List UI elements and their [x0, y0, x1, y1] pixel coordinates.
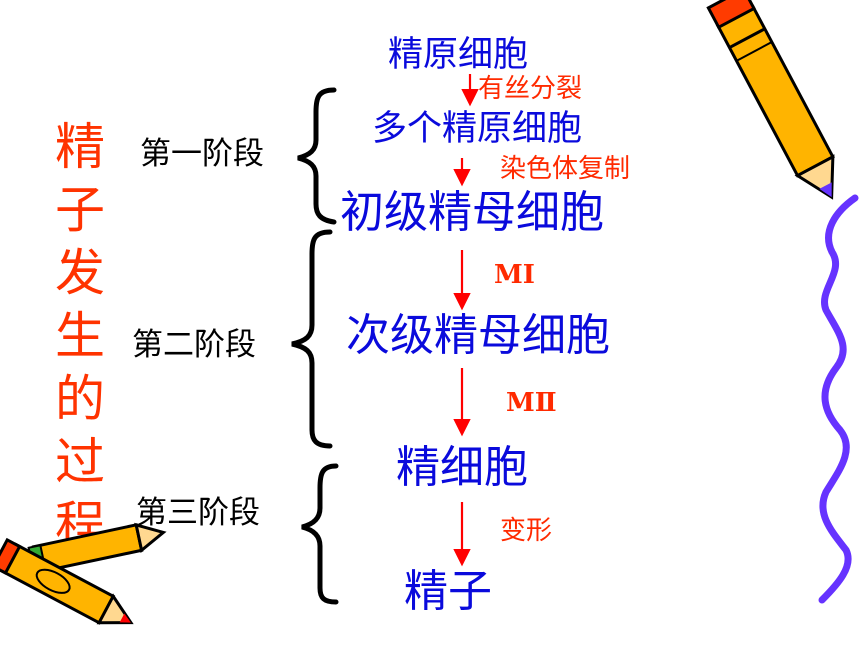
vertical-title: 精 子 发 生 的 过 程	[52, 122, 108, 563]
note-meiosis-2: MⅡ	[506, 388, 557, 418]
note-mitosis: 有丝分裂	[478, 74, 583, 104]
note-transformation: 变形	[500, 516, 553, 546]
title-char: 生	[55, 307, 105, 365]
stage-label-2: 第二阶段	[132, 327, 256, 363]
title-char: 发	[55, 244, 105, 302]
title-char: 子	[55, 181, 105, 239]
crayons-icon	[0, 522, 167, 625]
pencil-icon	[706, 0, 835, 200]
wavy-line	[818, 194, 859, 604]
bracket-stage-2	[291, 229, 333, 449]
note-meiosis-1: MⅠ	[494, 260, 535, 290]
title-char: 过	[55, 433, 105, 491]
cell-sperm: 精子	[404, 566, 492, 617]
title-char: 的	[55, 370, 105, 428]
cell-multiple-spermatogonia: 多个精原细胞	[372, 109, 583, 149]
bracket-stage-1	[297, 87, 337, 225]
cell-spermatogonium: 精原细胞	[388, 35, 529, 75]
title-char: 精	[55, 118, 105, 176]
stage-label-1: 第一阶段	[140, 136, 264, 172]
note-chromosome-replication: 染色体复制	[500, 154, 631, 184]
bracket-stage-3	[301, 463, 339, 605]
cell-spermatid: 精细胞	[396, 442, 528, 493]
stage-label-3: 第三阶段	[136, 495, 260, 531]
cell-secondary-spermatocyte: 次级精母细胞	[346, 310, 610, 361]
cell-primary-spermatocyte: 初级精母细胞	[340, 187, 604, 238]
